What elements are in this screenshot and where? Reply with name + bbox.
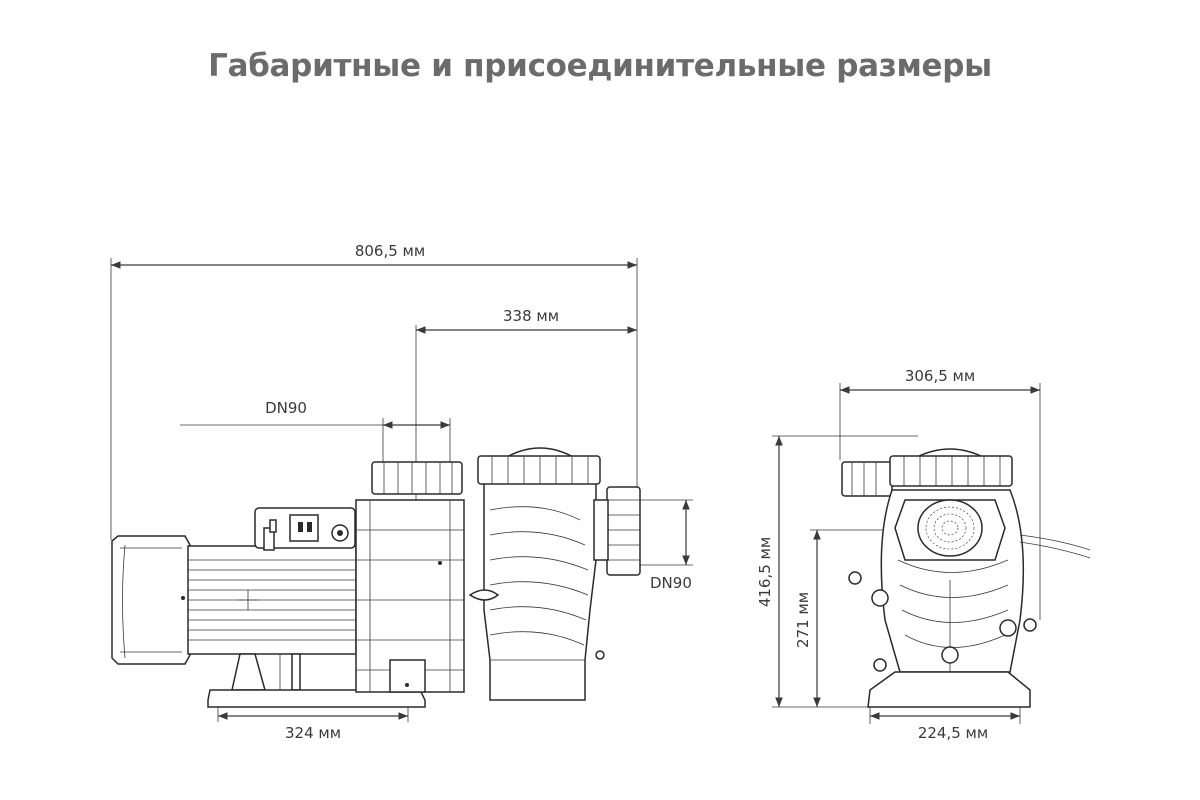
page-title: Габаритные и присоединительные размеры <box>208 48 992 84</box>
front-strainer-lid <box>889 448 1013 487</box>
dimension-base-length: 324 мм <box>217 700 409 742</box>
dimension-overall-height: 416,5 мм <box>756 435 918 708</box>
dimension-overall-width: 306,5 мм <box>839 367 1041 620</box>
dimension-base-width-label: 224,5 мм <box>918 724 988 742</box>
dimension-inlet-dn-label: DN90 <box>265 399 307 417</box>
front-base <box>867 671 1031 708</box>
strainer-housing <box>468 479 605 701</box>
dimension-base-length-label: 324 мм <box>285 724 341 742</box>
dimension-inlet-dn: DN90 <box>180 399 451 462</box>
power-cable <box>1019 534 1091 551</box>
motor-body <box>181 545 357 655</box>
front-inlet-union <box>841 461 893 497</box>
dimension-axis-height: 271 мм <box>794 529 900 707</box>
dimension-overall-width-label: 306,5 мм <box>905 367 975 385</box>
dimension-axis-height-label: 271 мм <box>794 592 812 648</box>
dimension-outlet-dn-label: DN90 <box>650 574 692 592</box>
front-view: 306,5 мм 416,5 мм 271 мм 224,5 мм <box>756 367 1091 742</box>
pump-housing <box>355 499 465 693</box>
motor-foot <box>231 653 301 691</box>
dimension-overall-length-label: 806,5 мм <box>355 242 425 260</box>
strainer-lid <box>477 447 601 485</box>
front-outlet-grid <box>894 499 1006 561</box>
dimension-overall-length: 806,5 мм <box>110 242 638 540</box>
dimension-base-width: 224,5 мм <box>869 705 1021 742</box>
side-view: 806,5 мм 338 мм DN90 DN90 32 <box>110 242 693 742</box>
outlet-union <box>593 486 641 576</box>
dimension-inlet-to-end-label: 338 мм <box>503 307 559 325</box>
dimension-overall-height-label: 416,5 мм <box>756 537 774 607</box>
inlet-union <box>371 461 463 495</box>
terminal-box <box>254 507 356 551</box>
motor-fan-cover <box>111 535 191 665</box>
dimension-outlet-dn: DN90 <box>640 499 693 592</box>
